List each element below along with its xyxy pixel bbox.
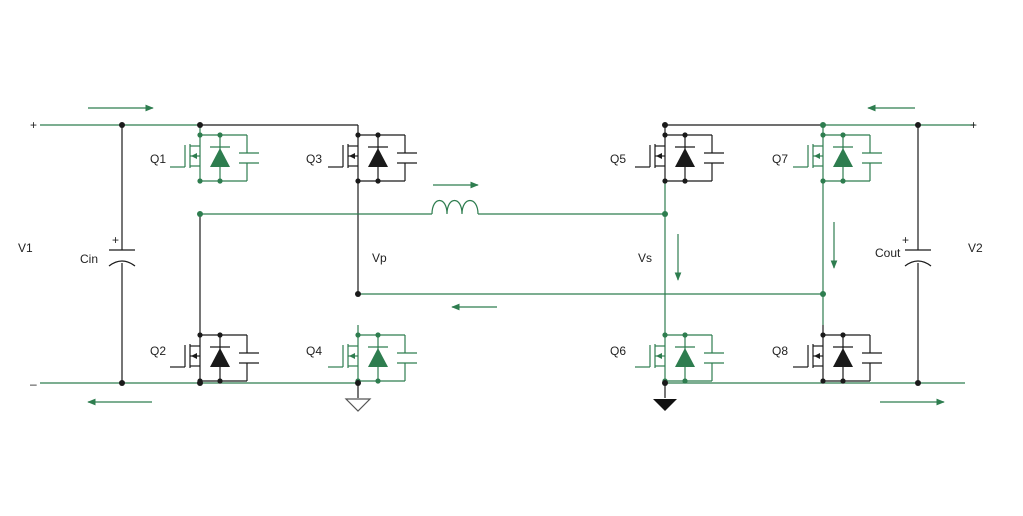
wires [40, 124, 975, 398]
q2-mosfet [170, 325, 259, 384]
v1-label: V1 [18, 241, 33, 255]
q1-body-diode-icon [210, 148, 230, 167]
q1-mosfet [170, 125, 259, 184]
q8-body-diode-icon [833, 348, 853, 367]
v1-minus-label: – [30, 377, 37, 391]
junction-dots [119, 122, 921, 386]
q7-body-diode-icon [833, 148, 853, 167]
q7-mosfet [793, 125, 882, 184]
q3-label: Q3 [306, 152, 322, 166]
q8-mosfet [793, 325, 882, 384]
q4-mosfet [328, 325, 417, 384]
v1-plus-label: + [30, 118, 37, 132]
labels: + – V1 + V2 Vp Vs Q1 Q2 Q3 Q4 Q5 Q6 Q7 Q… [18, 118, 983, 391]
cin-plus-label: + [112, 233, 119, 247]
q1-label: Q1 [150, 152, 166, 166]
q5-label: Q5 [610, 152, 626, 166]
q3-mosfet [328, 125, 417, 184]
vs-label: Vs [638, 251, 652, 265]
q2-label: Q2 [150, 344, 166, 358]
q8-label: Q8 [772, 344, 788, 358]
vp-label: Vp [372, 251, 387, 265]
q7-label: Q7 [772, 152, 788, 166]
q4-body-diode-icon [368, 348, 388, 367]
output-ground-icon [653, 399, 677, 411]
v2-plus-label: + [970, 118, 977, 132]
q6-mosfet [635, 325, 724, 384]
inductor [431, 199, 479, 215]
current-flow-arrows [87, 104, 945, 406]
q5-mosfet [635, 125, 724, 184]
input-ground-icon [344, 398, 372, 412]
cout-plus-label: + [902, 233, 909, 247]
q2-body-diode-icon [210, 348, 230, 367]
q4-label: Q4 [306, 344, 322, 358]
output-capacitor: + Cout [875, 233, 932, 267]
v2-label: V2 [968, 241, 983, 255]
q3-body-diode-icon [368, 148, 388, 167]
input-capacitor: + Cin [80, 233, 136, 267]
q6-body-diode-icon [675, 348, 695, 367]
cin-label: Cin [80, 252, 98, 266]
q5-body-diode-icon [675, 148, 695, 167]
q6-label: Q6 [610, 344, 626, 358]
mosfet-switches [170, 125, 882, 384]
cout-label: Cout [875, 246, 901, 260]
